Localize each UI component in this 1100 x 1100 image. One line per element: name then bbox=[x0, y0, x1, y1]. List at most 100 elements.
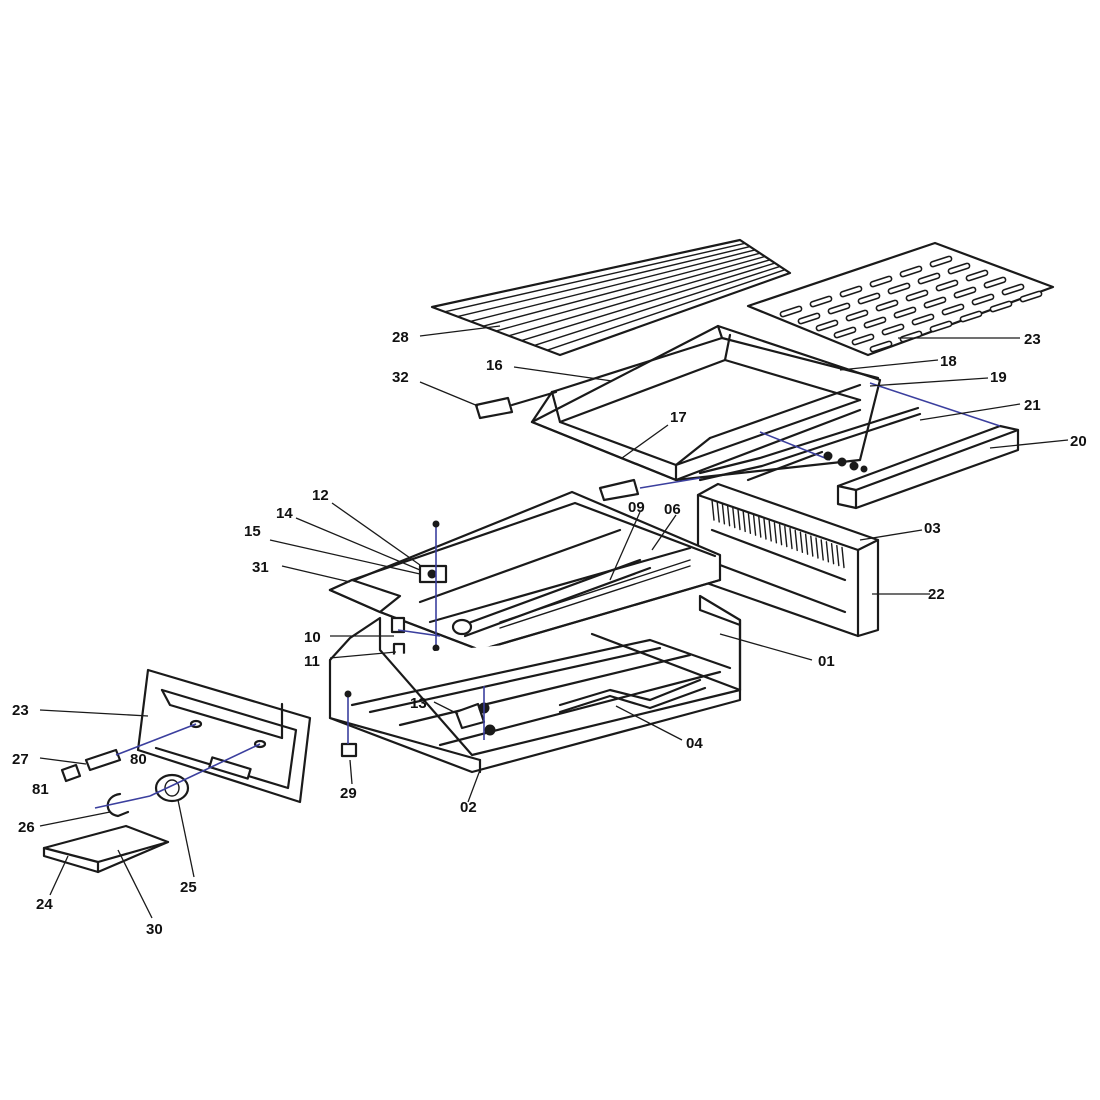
plate-slot bbox=[1001, 283, 1025, 296]
callout-25: 25 bbox=[180, 879, 197, 896]
panel-vent bbox=[810, 535, 814, 557]
plate-slot bbox=[917, 272, 941, 285]
burner-frame-part-06 bbox=[328, 490, 722, 652]
plate-slot bbox=[845, 309, 869, 322]
plate-slot bbox=[869, 340, 893, 353]
knob-lower-tray bbox=[598, 477, 701, 502]
radiant-plate-part-23 bbox=[746, 241, 1055, 357]
injector-part-13 bbox=[454, 686, 496, 740]
bezel-part-26 bbox=[94, 792, 151, 818]
grill-rod bbox=[520, 262, 776, 342]
callout-30: 30 bbox=[146, 921, 163, 938]
knob-part-25 bbox=[149, 743, 261, 803]
plate-slot bbox=[869, 275, 893, 288]
plate-slot bbox=[809, 295, 833, 308]
callout-06: 06 bbox=[664, 501, 681, 518]
grill-rod bbox=[495, 255, 766, 332]
callout-27: 27 bbox=[12, 751, 29, 768]
callout-04: 04 bbox=[686, 735, 703, 752]
callout-18: 18 bbox=[940, 353, 957, 370]
callout-26: 26 bbox=[18, 819, 35, 836]
panel-vent bbox=[752, 514, 757, 536]
callout-21: 21 bbox=[1024, 397, 1041, 414]
panel-vent bbox=[716, 501, 720, 523]
panel-vent bbox=[784, 525, 788, 548]
panel-vent bbox=[726, 505, 731, 527]
plate-slot bbox=[929, 255, 953, 268]
panel-vent bbox=[836, 544, 840, 567]
callout-labels: 28 23 16 18 32 19 17 21 20 12 09 06 14 0… bbox=[12, 329, 1087, 938]
grill-rod bbox=[508, 259, 771, 337]
bracket-part-31 bbox=[328, 578, 402, 614]
base-body-part-01 bbox=[328, 594, 742, 774]
burner-tube-part-21 bbox=[698, 406, 922, 482]
cooking-grill-part-28 bbox=[430, 238, 792, 357]
callout-23-front: 23 bbox=[12, 702, 29, 719]
panel-vent bbox=[825, 541, 830, 563]
panel-vent bbox=[773, 522, 778, 544]
plate-slot bbox=[941, 303, 965, 316]
plate-slot bbox=[827, 302, 851, 315]
plate-slot bbox=[929, 320, 953, 333]
grill-rod bbox=[456, 245, 751, 318]
plate-slot bbox=[863, 316, 887, 329]
plate-slot bbox=[971, 293, 995, 306]
panel-vent bbox=[794, 529, 798, 552]
callout-14: 14 bbox=[276, 505, 293, 522]
panel-vent bbox=[768, 520, 772, 542]
callout-24: 24 bbox=[36, 896, 53, 913]
front-panel-part-03 bbox=[696, 482, 880, 638]
callout-20: 20 bbox=[1070, 433, 1087, 450]
panel-vent bbox=[763, 518, 767, 540]
grill-rod bbox=[559, 272, 791, 356]
burner-part-09 bbox=[451, 558, 691, 638]
callout-28: 28 bbox=[392, 329, 409, 346]
callout-23-top: 23 bbox=[1024, 331, 1041, 348]
panel-vent bbox=[799, 531, 804, 553]
panel-vent bbox=[830, 543, 835, 565]
panel-vent bbox=[789, 527, 793, 550]
plate-slot bbox=[911, 313, 935, 326]
grill-rod bbox=[482, 252, 761, 327]
callout-03: 03 bbox=[924, 520, 941, 537]
plate-slot bbox=[797, 312, 821, 325]
fixings-row bbox=[759, 382, 1001, 473]
callout-22: 22 bbox=[928, 586, 945, 603]
callout-31: 31 bbox=[252, 559, 269, 576]
plate-slot bbox=[839, 285, 863, 298]
plate-slot bbox=[875, 299, 899, 312]
panel-vent bbox=[815, 537, 819, 559]
panel-vent bbox=[737, 508, 741, 531]
leader-lines bbox=[39, 325, 1069, 919]
callout-10: 10 bbox=[304, 629, 321, 646]
plate-slot bbox=[959, 310, 983, 323]
knob-part-32 bbox=[474, 390, 558, 420]
foot-part-29 bbox=[340, 690, 358, 758]
plate-slot bbox=[851, 333, 875, 346]
grill-rod bbox=[469, 249, 756, 323]
plate-slot bbox=[953, 286, 977, 299]
callout-15: 15 bbox=[244, 523, 261, 540]
callout-32: 32 bbox=[392, 369, 409, 386]
plate-slot bbox=[857, 292, 881, 305]
plate-slot bbox=[881, 323, 905, 336]
panel-vent bbox=[841, 546, 845, 569]
callout-29: 29 bbox=[340, 785, 357, 802]
callout-11: 11 bbox=[304, 653, 320, 670]
plate-slot bbox=[887, 282, 911, 295]
panel-vent bbox=[747, 512, 752, 534]
fitting-part-10-11 bbox=[390, 616, 441, 658]
grill-rod bbox=[533, 265, 781, 347]
callout-12: 12 bbox=[312, 487, 329, 504]
panel-vent bbox=[758, 516, 762, 538]
plate-slot bbox=[983, 276, 1007, 289]
callout-02: 02 bbox=[460, 799, 477, 816]
plate-slot bbox=[899, 330, 923, 343]
plate-slot bbox=[905, 289, 929, 302]
plate-slot bbox=[935, 279, 959, 292]
panel-vent bbox=[711, 499, 715, 521]
plate-slot bbox=[893, 306, 917, 319]
cap-part-81 bbox=[60, 763, 82, 783]
grill-rod bbox=[546, 269, 786, 351]
